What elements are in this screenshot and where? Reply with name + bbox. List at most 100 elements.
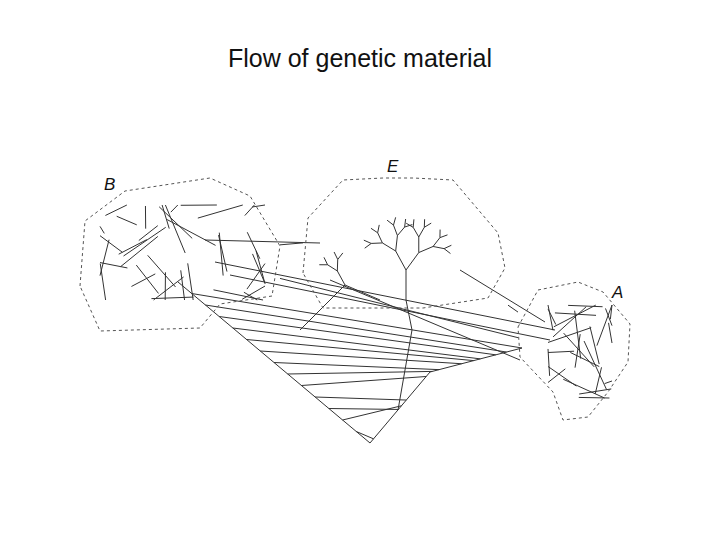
tree-branch [413,227,419,237]
network-line [548,349,550,376]
network-line [570,352,599,366]
network-line [219,233,223,276]
transfer-rung [247,340,474,361]
network-line [117,216,137,225]
tree-branch [433,246,444,248]
transfer-rung [329,408,398,410]
tree-branch [365,243,371,248]
network-line [148,255,176,287]
transfer-rung [356,432,373,439]
tree-branch [444,245,451,248]
tree-branch [424,223,431,227]
network-line [244,292,257,300]
transfer-rung [315,397,406,400]
tree-branch [393,225,397,235]
tree-branch [419,227,425,237]
network-line [154,277,184,300]
tree-branch [337,259,338,271]
transfer-connector [508,305,518,312]
network-line [568,305,602,306]
region-outline [80,176,280,331]
region-label: A [612,284,623,302]
network-line [145,206,146,229]
network-line [590,326,599,364]
transfer-rung [343,406,402,420]
transfer-rung [192,294,522,349]
network-line [548,369,565,383]
tree-branch [396,236,398,251]
network-line [548,366,576,386]
diagram-title: Flow of genetic material [228,44,492,72]
tree-branch [378,225,380,233]
network-line [609,323,612,343]
tree-branch [337,271,345,285]
tree-branch [378,233,383,243]
tree-branch [371,228,378,232]
network-line [553,307,586,337]
network-line [167,220,215,246]
region-outline [303,158,508,310]
tree-branch [371,242,382,243]
domain-region: E [303,158,508,310]
network-line [563,379,604,398]
dashed-outline [303,178,505,308]
region-label: E [387,158,398,176]
network-line [131,274,155,287]
network-line [181,270,185,300]
tree-branch [419,246,433,252]
tree-branch [418,237,419,253]
dashed-outline [80,178,280,331]
network-line [100,236,122,253]
network-line [554,305,596,327]
tree-branch [406,253,419,270]
network-line [548,305,553,330]
network-line [198,205,243,218]
network-line [256,251,265,284]
network-line [162,205,169,229]
network-line [595,367,601,394]
network-line [564,333,595,367]
network-line [121,236,158,266]
tree-branch [424,219,425,227]
domain-region: A [518,282,633,422]
transfer-rung [233,328,480,359]
tree-branch [393,217,395,225]
tree-branch [387,220,393,225]
network-line [136,265,158,293]
network-line [247,264,265,290]
tree-branch [404,219,406,227]
network-line [171,205,178,212]
transfer-rung [301,376,426,385]
network-line [100,226,104,233]
tree-branch [382,243,395,251]
tree-branch [406,223,413,227]
tree-branch [444,249,450,254]
network-line [165,272,166,300]
network-line [124,227,166,256]
tree-branch [397,227,404,236]
network-line [181,205,217,206]
network-line [105,205,126,215]
tree-branch [396,251,406,270]
tree-branch [328,265,338,271]
tree-branch [406,270,407,300]
dashed-outline [518,282,630,420]
tree-branch [439,230,440,238]
transfer-rung [274,363,439,370]
network-line [100,264,105,300]
network-line [247,232,260,258]
root-branch [370,348,522,443]
network-line [242,286,265,299]
title-box: Flow of genetic material [0,44,720,73]
network-line [579,397,610,399]
tree-branch [440,235,448,238]
transfer-connector [280,243,303,245]
tree-branch [319,264,327,265]
tree-branch [433,238,440,247]
tree-branch [334,252,338,259]
tree-branch [413,219,415,227]
network-line [100,263,127,268]
